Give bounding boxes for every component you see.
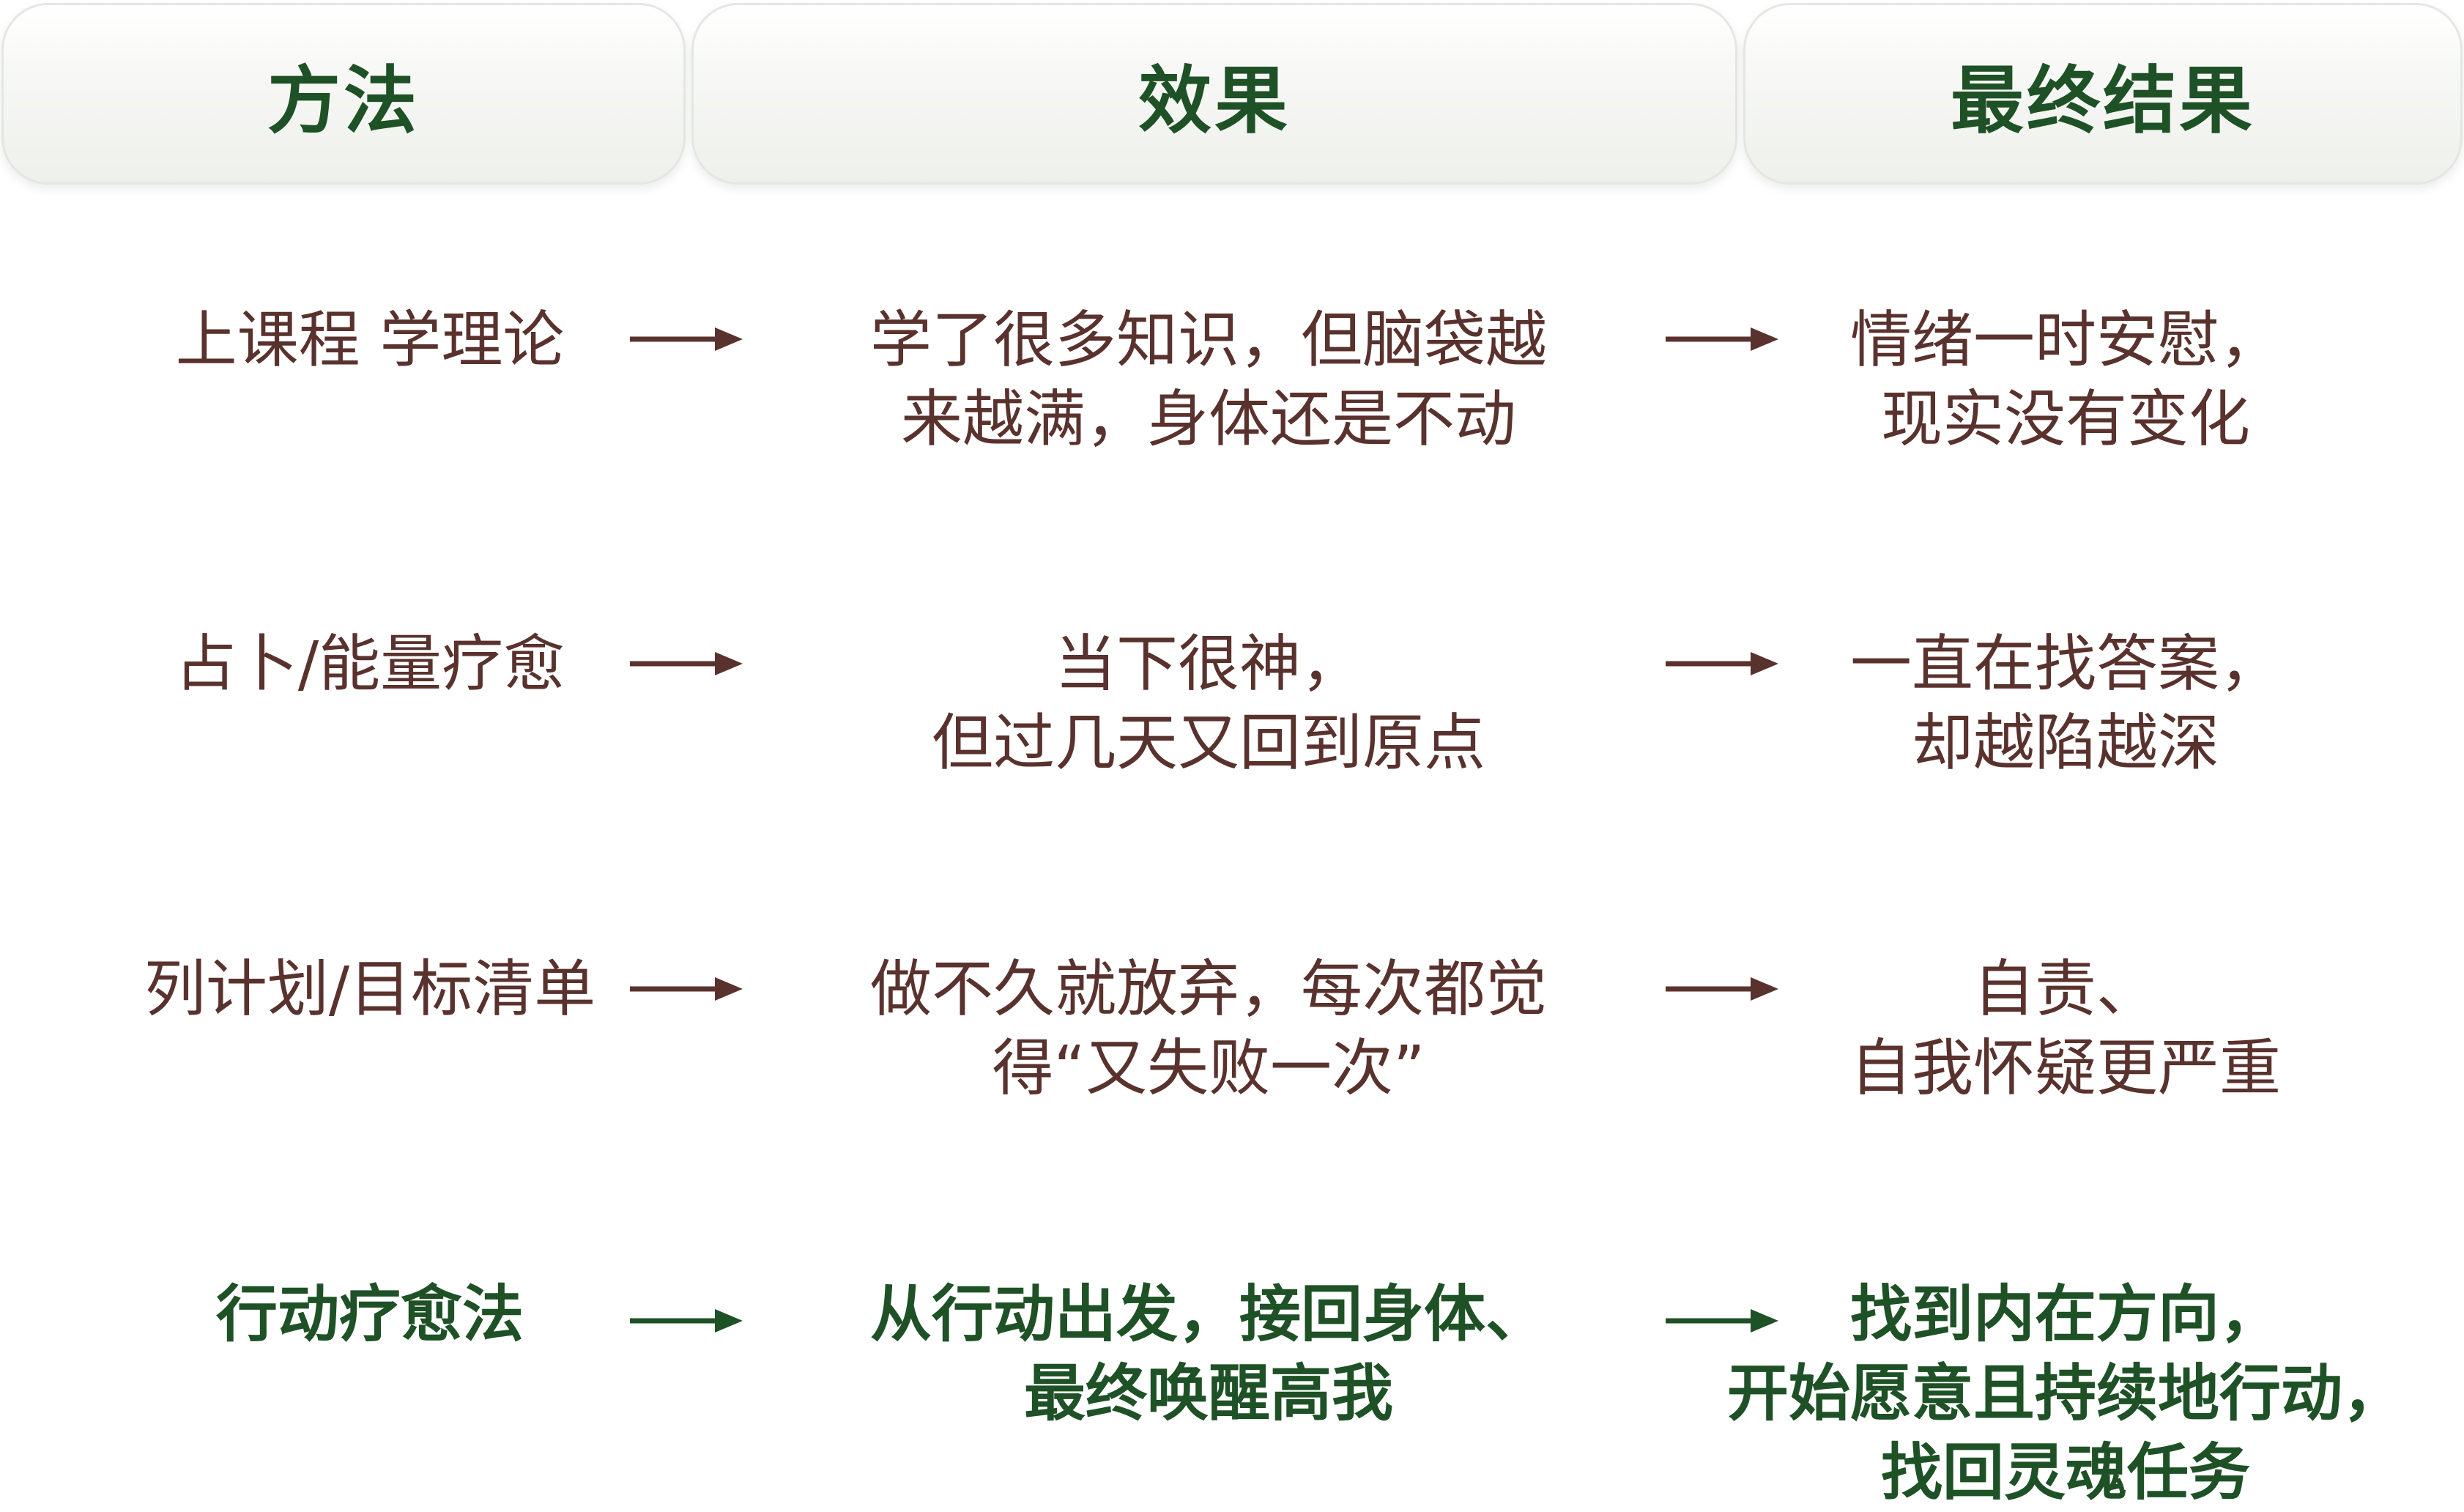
header-effect: 效果 — [691, 3, 1737, 185]
row-2-method-line: 占卜/能量疗愈 — [174, 628, 565, 700]
row-4-effect: 从行动出发，接回身体、 最终唤醒高我 — [806, 1275, 1611, 1433]
row-4-effect-line-2: 最终唤醒高我 — [1023, 1357, 1393, 1429]
row-3-result-line-1: 自责、 — [1973, 953, 2158, 1025]
row-3-effect: 做不久就放弃，每次都觉 得“又失败一次” — [806, 949, 1611, 1108]
right-arrow-icon — [1664, 1306, 1781, 1335]
row-1-method-line: 上课程 学理论 — [175, 304, 565, 376]
header-effect-label: 效果 — [1138, 57, 1291, 144]
row-4-result-line-2: 开始愿意且持续地行动， — [1726, 1357, 2404, 1429]
row-3-effect-line-2: 得“又失败一次” — [992, 1032, 1425, 1104]
row-2-result-line-2: 却越陷越深 — [1911, 707, 2219, 779]
right-arrow-icon — [628, 325, 746, 354]
row-3-effect-line-1: 做不久就放弃，每次都觉 — [869, 953, 1547, 1025]
right-arrow-icon — [628, 649, 746, 678]
row-2-effect-line-1: 当下很神， — [1054, 628, 1362, 700]
row-4-result: 找到内在方向， 开始愿意且持续地行动， 找回灵魂任务 — [1677, 1275, 2454, 1512]
row-1-effect: 学了很多知识，但脑袋越 来越满，身体还是不动 — [806, 300, 1611, 459]
row-1-result-line-1: 情绪一时安慰， — [1849, 304, 2281, 376]
row-1-effect-line-1: 学了很多知识，但脑袋越 — [869, 304, 1547, 376]
row-3-method: 列计划/目标清单 — [51, 949, 689, 1029]
row-2-result: 一直在找答案， 却越陷越深 — [1677, 624, 2454, 782]
row-2-effect-line-2: 但过几天又回到原点 — [931, 707, 1485, 779]
row-1-result-line-2: 现实没有变化 — [1880, 383, 2250, 455]
row-4-method-line: 行动疗愈法 — [215, 1278, 524, 1350]
right-arrow-icon — [1664, 649, 1781, 678]
row-3-result: 自责、 自我怀疑更严重 — [1677, 949, 2454, 1108]
row-4-result-line-3: 找回灵魂任务 — [1880, 1437, 2250, 1508]
row-4-method: 行动疗愈法 — [51, 1275, 689, 1354]
header-result: 最终结果 — [1743, 3, 2463, 185]
row-3-method-line: 列计划/目标清单 — [144, 953, 596, 1025]
row-4-effect-line-1: 从行动出发，接回身体、 — [869, 1278, 1547, 1350]
right-arrow-icon — [628, 974, 746, 1004]
row-4-result-line-1: 找到内在方向， — [1849, 1278, 2281, 1350]
header-result-label: 最终结果 — [1951, 57, 2255, 144]
row-2-effect: 当下很神， 但过几天又回到原点 — [806, 624, 1611, 782]
right-arrow-icon — [628, 1306, 746, 1335]
row-2-method: 占卜/能量疗愈 — [51, 624, 689, 703]
header-method-label: 方法 — [267, 57, 420, 144]
header-method: 方法 — [1, 3, 686, 185]
row-1-result: 情绪一时安慰， 现实没有变化 — [1677, 300, 2454, 459]
right-arrow-icon — [1664, 974, 1781, 1004]
row-3-result-line-2: 自我怀疑更严重 — [1849, 1032, 2281, 1104]
right-arrow-icon — [1664, 325, 1781, 354]
row-2-result-line-1: 一直在找答案， — [1849, 628, 2281, 700]
row-1-effect-line-2: 来越满，身体还是不动 — [900, 383, 1516, 455]
row-1-method: 上课程 学理论 — [51, 300, 689, 379]
